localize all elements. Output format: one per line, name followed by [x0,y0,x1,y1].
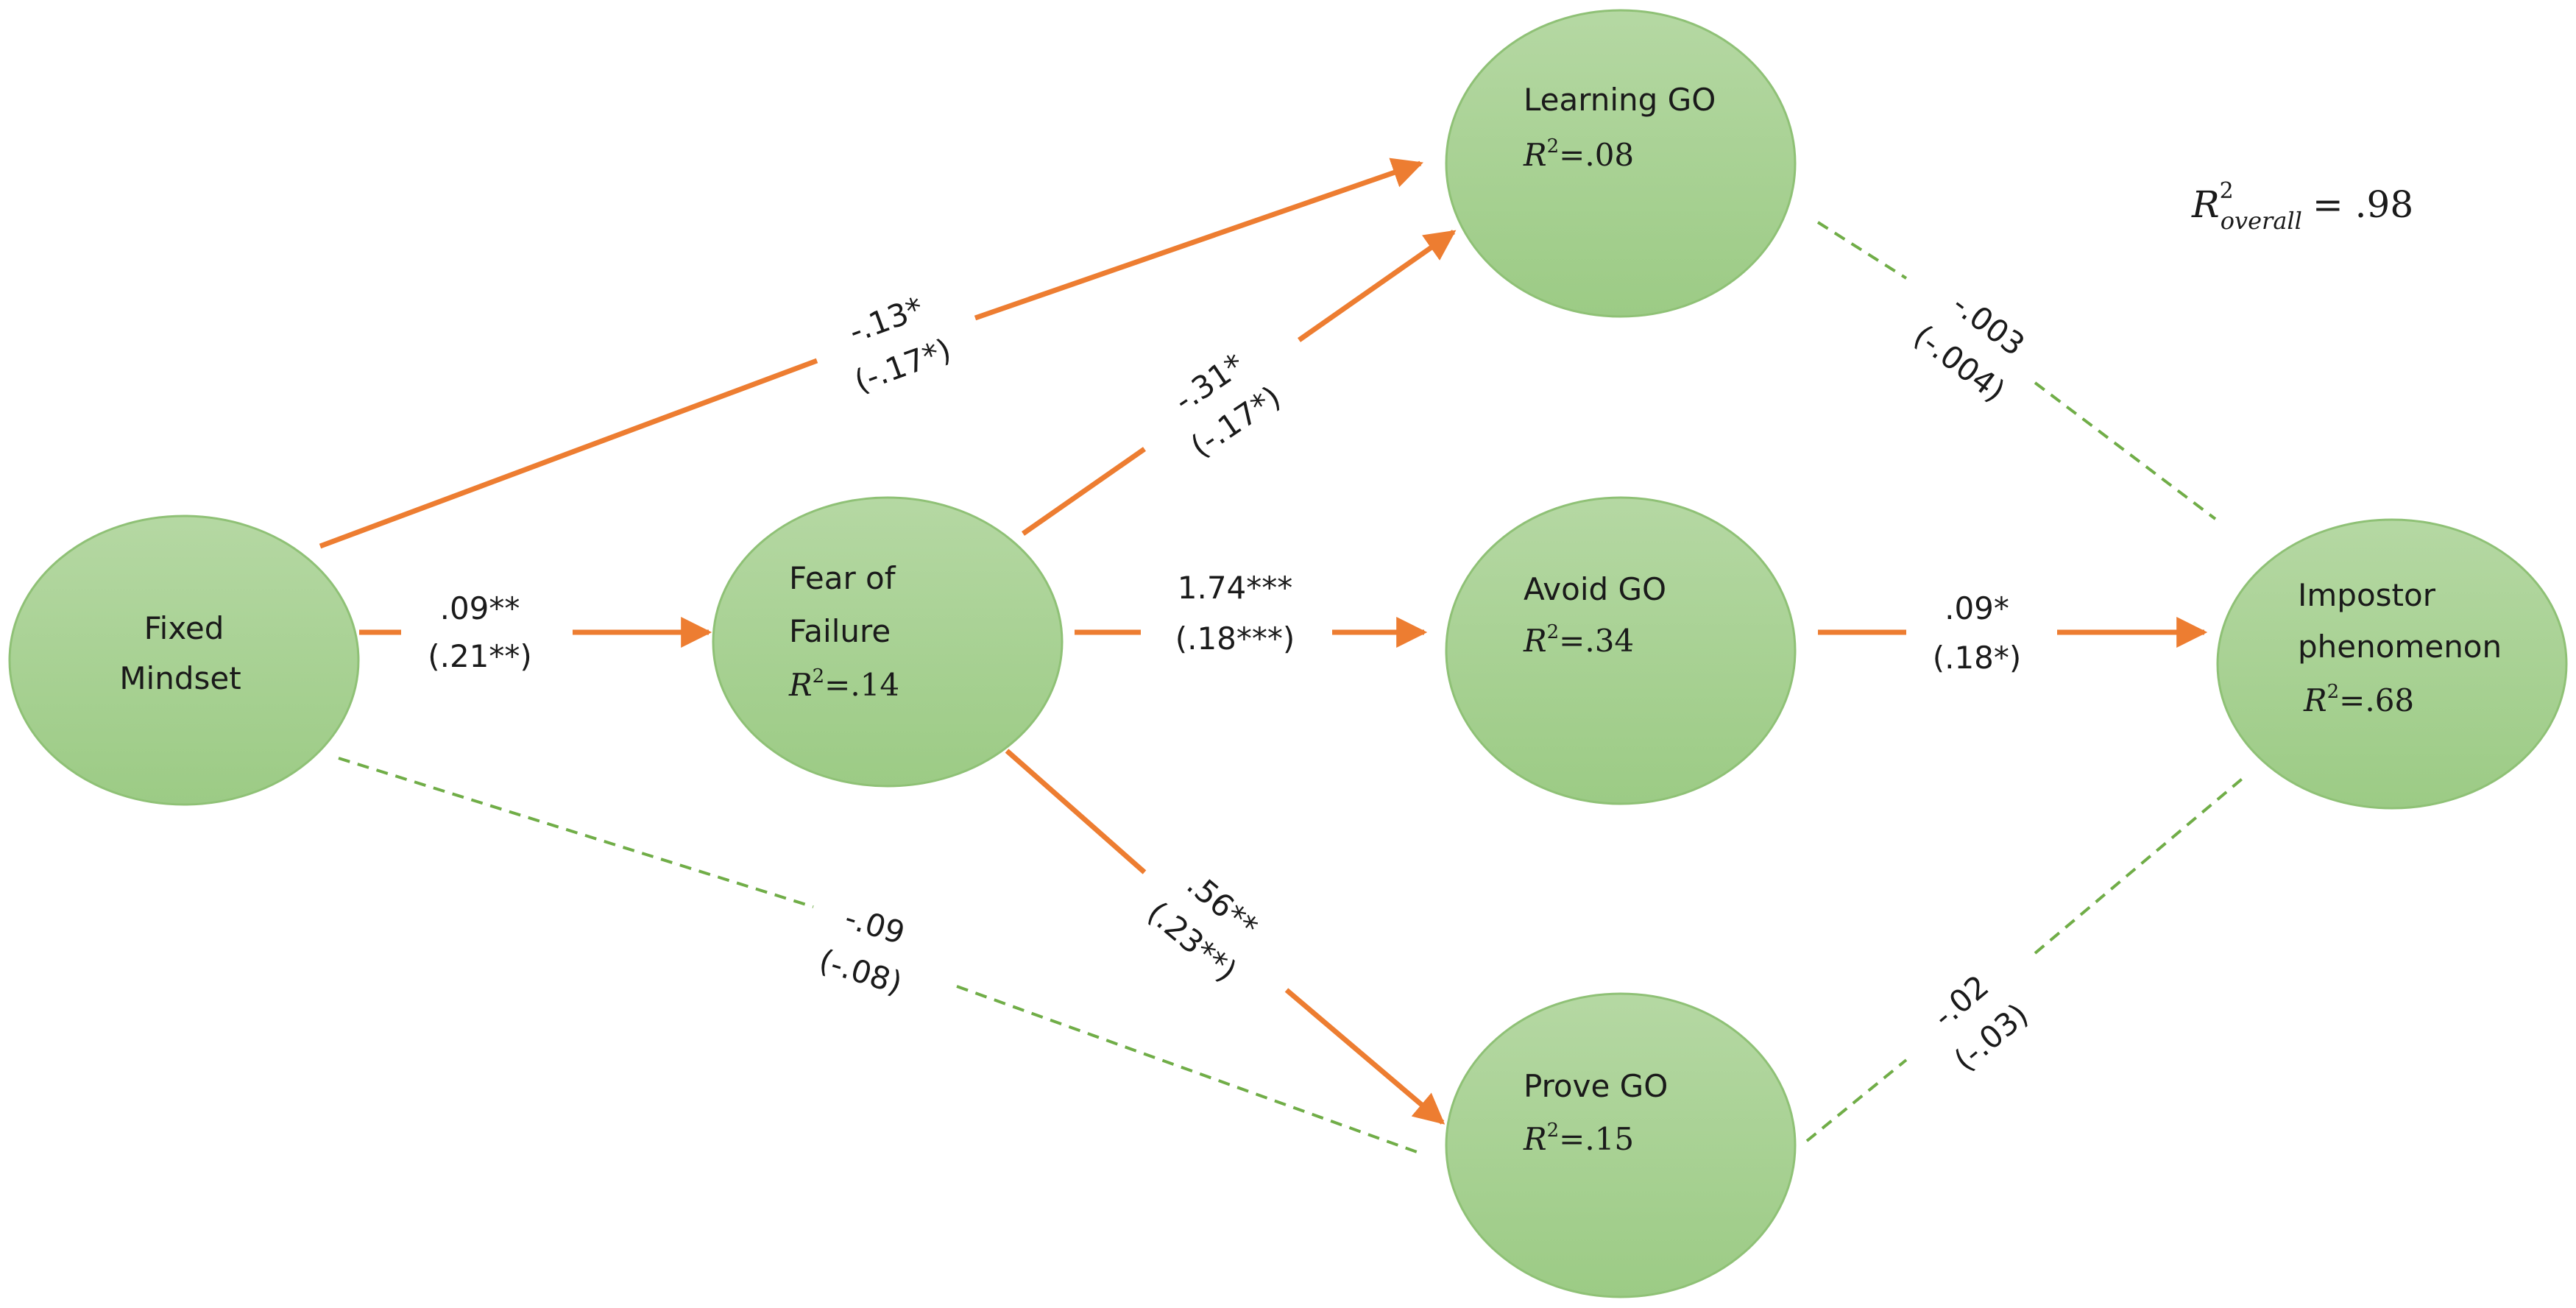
node-fear-of-failure: Fear of Failure R2=.14 [712,496,1064,788]
r2-letter: R [2303,682,2327,718]
node-ellipse [2216,518,2568,810]
path-dashed-line [1816,221,1908,280]
node-r2: R2=.15 [1523,1120,1634,1157]
path-arrow [1284,988,1446,1125]
label-avoid-to-impostor: .09* (.18*) [1933,590,2022,676]
overall-r2-letter: R [2191,183,2220,226]
node-label-line1: Fear of [789,560,896,596]
node-r2: R2=.08 [1523,135,1634,173]
node-label-line1: Fixed [144,610,224,646]
r2-superscript: 2 [813,665,825,687]
r2-superscript: 2 [1547,621,1560,643]
node-label-line1: Prove GO [1524,1068,1668,1104]
node-label-line1: Impostor [2298,577,2436,613]
path-line [1005,749,1147,874]
coef-label: -.09 [841,899,909,952]
r2-superscript: 2 [1547,1120,1560,1142]
node-label-line2: phenomenon [2298,629,2502,665]
r2-letter: R [1523,137,1547,173]
node-learning-go: Learning GO R2=.08 [1445,9,1797,318]
path-line [1021,447,1147,536]
path-line [319,358,818,549]
node-ellipse [712,496,1064,788]
path-dashed-line [2034,381,2217,520]
r2-superscript: 2 [2327,681,2340,703]
coef-label: 1.74*** [1178,570,1293,606]
label-fixed-to-fear: .09** (.21**) [428,590,532,674]
node-impostor-phenomenon: Impostor phenomenon R2=.68 [2216,518,2568,810]
node-ellipse [8,515,360,806]
overall-r2-value: = .98 [2313,183,2413,226]
overall-r2: R2 overall = .98 [2191,178,2413,235]
path-fear-to-prove [1005,749,1446,1125]
path-learning-to-impostor [1816,221,2217,520]
node-label-line2: Failure [789,613,891,649]
path-dashed-line [1805,1058,1908,1142]
node-avoid-go: Avoid GO R2=.34 [1445,496,1797,805]
r2-letter: R [1523,623,1547,659]
path-prove-to-impostor [1805,775,2246,1142]
r2-value: =.15 [1559,1121,1634,1157]
node-r2: R2=.14 [788,665,899,703]
label-prove-to-impostor: -.02 (-.03) [1926,968,2035,1078]
r2-value: =.08 [1559,137,1634,173]
std-coef-label: (-.08) [815,942,906,1001]
node-prove-go: Prove GO R2=.15 [1445,992,1797,1298]
path-arrow [1297,230,1457,342]
std-coef-label: (.18***) [1175,621,1295,657]
path-arrow [974,158,1423,321]
node-label-line2: Mindset [119,660,241,696]
path-fixed-to-learning [319,158,1423,549]
r2-value: =.68 [2339,682,2414,718]
std-coef-label: (.21**) [428,638,532,674]
label-fear-to-avoid: 1.74*** (.18***) [1175,570,1295,657]
r2-superscript: 2 [1547,135,1560,158]
node-ellipse [1445,9,1797,318]
r2-letter: R [788,667,813,703]
std-coef-label: (.18*) [1933,640,2022,676]
label-learning-to-impostor: -.003 (-.004) [1907,286,2031,409]
node-ellipse [1445,496,1797,805]
r2-value: =.14 [824,667,899,703]
path-dashed-line [338,757,814,908]
node-r2: R2=.68 [2303,681,2414,718]
node-fixed-mindset: Fixed Mindset [8,515,360,806]
label-fixed-to-learning: -.13* (-.17*) [844,290,955,400]
r2-value: =.34 [1559,623,1634,659]
label-fear-to-learning: -.31* (-.17*) [1168,347,1287,464]
path-dashed-line [956,985,1418,1153]
overall-r2-superscript: 2 [2220,178,2234,204]
label-fixed-to-prove: -.09 (-.08) [815,899,909,1002]
label-fear-to-prove: .56** (.23**) [1141,866,1265,989]
node-ellipse [1445,992,1797,1298]
r2-letter: R [1523,1121,1547,1157]
path-fixed-to-prove [338,757,1418,1153]
node-r2: R2=.34 [1523,621,1634,659]
coef-label: .09* [1945,590,2009,626]
coef-label: -.13* [844,290,928,350]
path-fear-to-learning [1021,230,1457,536]
coef-label: .09** [440,590,520,626]
node-label-line1: Avoid GO [1524,571,1666,607]
node-label-line1: Learning GO [1524,82,1716,118]
overall-r2-subscript: overall [2221,207,2302,235]
path-dashed-line [2034,775,2246,955]
